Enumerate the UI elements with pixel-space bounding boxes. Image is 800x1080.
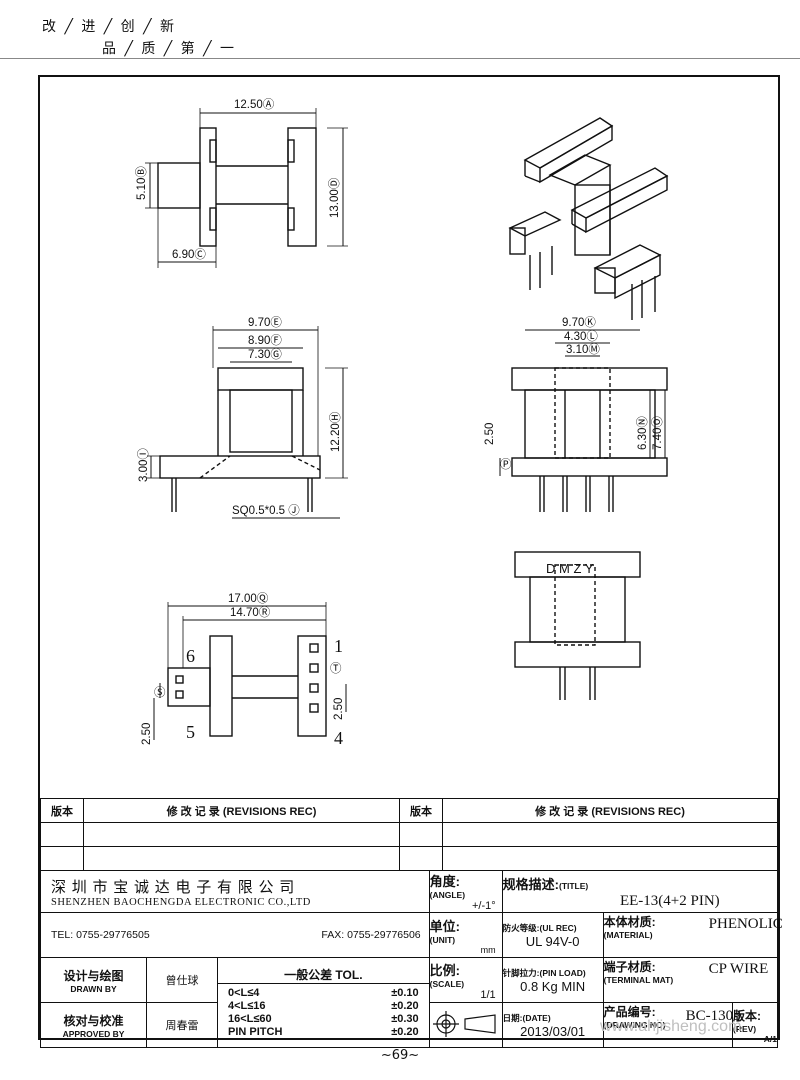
pinload-cell: 针脚拉力:(PIN LOAD) 0.8 Kg MIN [501,957,604,1003]
rev-col-record-2: 修 改 记 录 (REVISIONS REC) [442,798,778,823]
isometric-view [508,117,669,320]
technical-drawing: 12.50Ⓐ 13.00Ⓓ 5.10Ⓑ 6.90Ⓒ [40,77,778,797]
title-block: 深 圳 市 宝 诚 达 电 子 有 限 公 司 SHENZHEN BAOCHEN… [40,870,783,1048]
dim-front-base: 2.50 [484,423,496,445]
drawing-no-cell: 产品编号: (DRAWING NO) BC-1303 [602,1002,741,1048]
dim-bottom-s: Ⓢ [154,686,166,699]
rev-col-version-2: 版本 [399,798,443,823]
title-value: EE-13(4+2 PIN) [619,892,720,909]
approved-cell: 核对与校准 APPROVED BY [40,1002,147,1048]
watermark: www.ahjisheng.com [600,1018,742,1035]
dim-side-w3: 7.30Ⓖ [248,348,282,361]
date-cell: 日期:(DATE) 2013/03/01 [501,1002,604,1048]
rev-col-record: 修 改 记 录 (REVISIONS REC) [83,798,400,823]
revisions-table: 版本 修 改 记 录 (REVISIONS REC) 版本 修 改 记 录 (R… [40,798,778,871]
approved-by: 周春雷 [146,1002,218,1048]
front-view [499,329,668,512]
dim-front-w3: 3.10Ⓜ [566,343,600,356]
dim-side-base: 3.00Ⓘ [137,448,150,482]
dim-front-h2: 7.40Ⓞ [651,416,664,450]
dim-top-width: 12.50Ⓐ [234,98,275,111]
projection-symbol-icon [432,1010,496,1037]
tolerance-cell: 一般公差 TOL. 0<L≤4±0.10 4<L≤16±0.20 16<L≤60… [217,957,430,1048]
dim-bottom-t: Ⓣ [330,662,342,675]
contact-cell: TEL: 0755-29776505 FAX: 0755-29776506 [40,912,430,958]
dim-side-w2: 8.90Ⓕ [248,334,282,347]
company-tel: TEL: 0755-29776505 [51,929,150,941]
scale-cell: 比例: (SCALE) 1/1 [428,957,503,1003]
side-view [147,326,348,519]
slogan-line-2: 品 ╱ 质 ╱ 第 ╱ 一 [102,41,236,57]
dim-front-w1: 9.70Ⓚ [562,316,596,329]
terminal-cell: 端子材质: (TERMINAL MAT) CP WIRE [602,957,779,1003]
dim-side-h: 12.20Ⓗ [329,411,342,452]
header-rule [0,58,800,59]
marking-view [514,551,641,700]
drawn-by: 曾仕球 [146,957,218,1003]
company-fax: FAX: 0755-29776506 [321,929,421,941]
page-number: ~69~ [380,1048,420,1063]
dim-bottom-w2: 14.70Ⓡ [230,606,271,619]
dim-bottom-w1: 17.00Ⓠ [228,592,269,605]
title-cell: 规格描述:(TITLE) EE-13(4+2 PIN) [501,870,779,913]
dim-side-w1: 9.70Ⓔ [248,316,282,329]
dim-side-pin: SQ0.5*0.5 Ⓙ [232,504,300,517]
pin-5-label: 5 [186,722,195,742]
pin-6-label: 6 [186,646,195,666]
pin-4-label: 4 [334,728,343,748]
company-cell: 深 圳 市 宝 诚 达 电 子 有 限 公 司 SHENZHEN BAOCHEN… [40,870,430,913]
top-view [145,108,348,268]
dim-top-height: 13.00Ⓓ [328,177,341,218]
drawn-cell: 设计与绘图 DRAWN BY [40,957,147,1003]
dim-top-core: 5.10Ⓑ [135,166,148,200]
company-name-en: SHENZHEN BAOCHENGDA ELECTRONIC CO.,LTD [51,896,311,908]
dim-front-h1: 6.30Ⓝ [636,416,649,450]
projection-symbol-cell [428,1002,503,1048]
dim-front-w2: 4.30Ⓛ [564,330,598,343]
marking-text: D M Z Y [546,561,594,576]
rev-cell: 版本: (REV) A/1 [732,1002,778,1048]
dim-bottom-pitch-r: 2.50 [333,698,345,720]
dim-top-flange: 6.90Ⓒ [172,248,206,261]
unit-cell: 单位: (UNIT) mm [428,912,503,958]
angle-cell: 角度: (ANGLE) +/-1° [428,870,503,913]
dim-front-p: Ⓟ [500,458,512,471]
dim-bottom-pitch-l: 2.50 [141,723,153,745]
material-cell: 本体材质: (MATERIAL) PHENOLIC [602,912,783,958]
rev-col-version: 版本 [40,798,84,823]
bottom-view [153,602,347,740]
fire-cell: 防火等级:(UL REC) UL 94V-0 [501,912,604,958]
company-name-cn: 深 圳 市 宝 诚 达 电 子 有 限 公 司 [51,879,296,896]
pin-1-label: 1 [334,636,343,656]
slogan-line-1: 改 ╱ 进 ╱ 创 ╱ 新 [42,19,176,35]
